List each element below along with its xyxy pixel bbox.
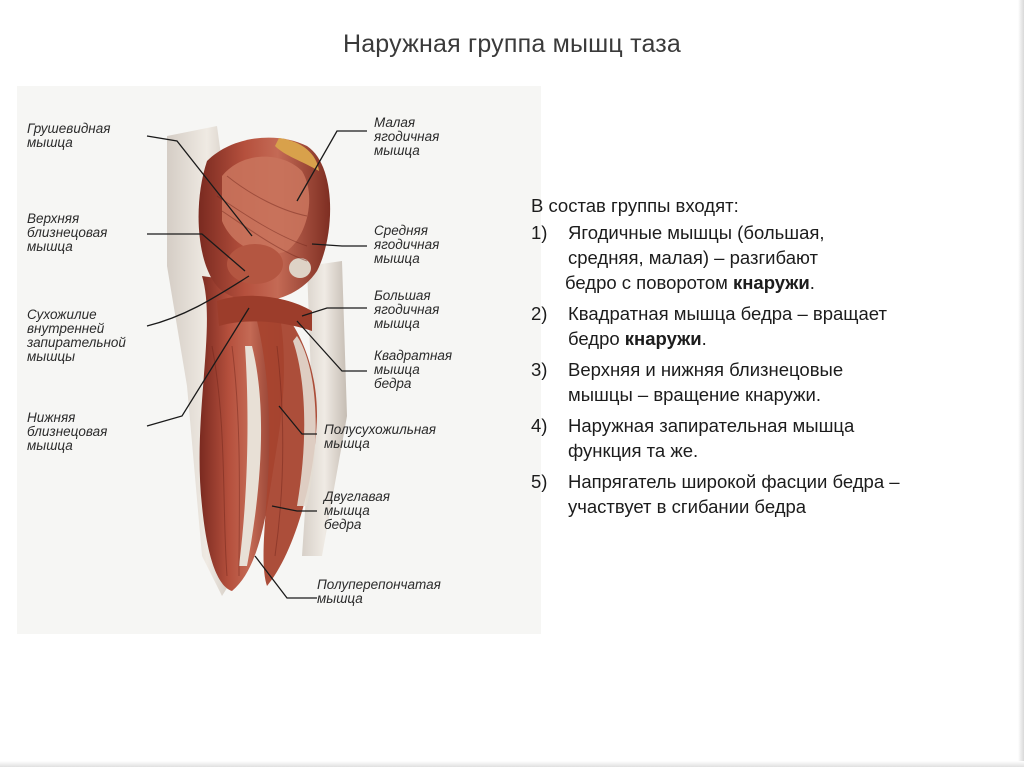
list-line: бедро кнаружи.: [568, 328, 707, 349]
slide-edge-shadow: [1018, 0, 1024, 767]
list-number: 5): [531, 471, 548, 492]
list-line: Квадратная мышца бедра – вращает: [568, 303, 887, 324]
list-intro: В состав группы входят:: [531, 195, 739, 216]
list-line-part: бедро с поворотом: [565, 272, 733, 293]
list-item: 2) Квадратная мышца бедра – вращает бедр…: [531, 301, 1011, 351]
label-biceps-femoris: Двуглавая мышца бедра: [324, 489, 390, 532]
list-line: участвует в сгибании бедра: [568, 496, 807, 517]
list-line-part: бедро: [568, 328, 625, 349]
emphasis-text: кнаружи: [624, 328, 702, 349]
label-gluteus-medius: Средняя ягодичная мышца: [374, 223, 440, 266]
list-number: 2): [531, 303, 548, 324]
label-gluteus-maximus: Большая ягодичная мышца: [374, 288, 440, 331]
muscle-group-list: В состав группы входят: 1) Ягодичные мыш…: [531, 193, 1011, 525]
list-text: Наружная запирательная мышца функция та …: [568, 413, 1011, 463]
label-semimembranosus: Полуперепончатая мышца: [317, 577, 441, 606]
muscle-drawing: [146, 126, 367, 599]
list-line: средняя, малая) – разгибают: [568, 247, 818, 268]
label-piriformis: Грушевидная мышца: [27, 121, 111, 150]
label-superior-gemellus: Верхняя близнецовая мышца: [27, 211, 108, 254]
label-quadratus-femoris: Квадратная мышца бедра: [374, 348, 453, 391]
list-text: Напрягатель широкой фасции бедра – участ…: [568, 469, 1011, 519]
label-gluteus-minimus: Малая ягодичная мышца: [374, 115, 440, 158]
label-semitendinosus: Полусухожильная мышца: [324, 422, 437, 451]
slide-bottom-shadow: [0, 761, 1024, 767]
anatomy-illustration: Грушевидная мышца Верхняя близнецовая мы…: [17, 86, 541, 634]
label-internal-obturator-tendon: Сухожилие внутренней запирательной мышцы: [27, 307, 126, 364]
list-text: Квадратная мышца бедра – вращает бедро к…: [568, 301, 1011, 351]
list-item: 5) Напрягатель широкой фасции бедра – уч…: [531, 469, 1011, 519]
slide-title: Наружная группа мышц таза: [342, 30, 682, 58]
label-inferior-gemellus: Нижняя близнецовая мышца: [27, 410, 108, 453]
list-line: бедро с поворотом кнаружи.: [565, 272, 815, 293]
list-line: мышцы – вращение кнаружи.: [568, 384, 821, 405]
list-line: Верхняя и нижняя близнецовые: [568, 359, 844, 380]
list-number: 4): [531, 415, 548, 436]
list-line: Напрягатель широкой фасции бедра –: [568, 471, 900, 492]
list-number: 1): [531, 222, 548, 243]
list-item: 4) Наружная запирательная мышца функция …: [531, 413, 1011, 463]
list-line-part: .: [701, 328, 707, 349]
emphasis-text: кнаружи: [732, 272, 810, 293]
list-text: Верхняя и нижняя близнецовые мышцы – вра…: [568, 357, 1011, 407]
list-line: Наружная запирательная мышца: [568, 415, 855, 436]
list-item: 3) Верхняя и нижняя близнецовые мышцы – …: [531, 357, 1011, 407]
list-line: Ягодичные мышцы (большая,: [568, 222, 825, 243]
list-text: Ягодичные мышцы (большая, средняя, малая…: [565, 220, 1011, 295]
list-line-part: .: [809, 272, 815, 293]
list-number: 3): [531, 359, 548, 380]
list-line: функция та же.: [568, 440, 699, 461]
list-item: 1) Ягодичные мышцы (большая, средняя, ма…: [531, 220, 1011, 295]
